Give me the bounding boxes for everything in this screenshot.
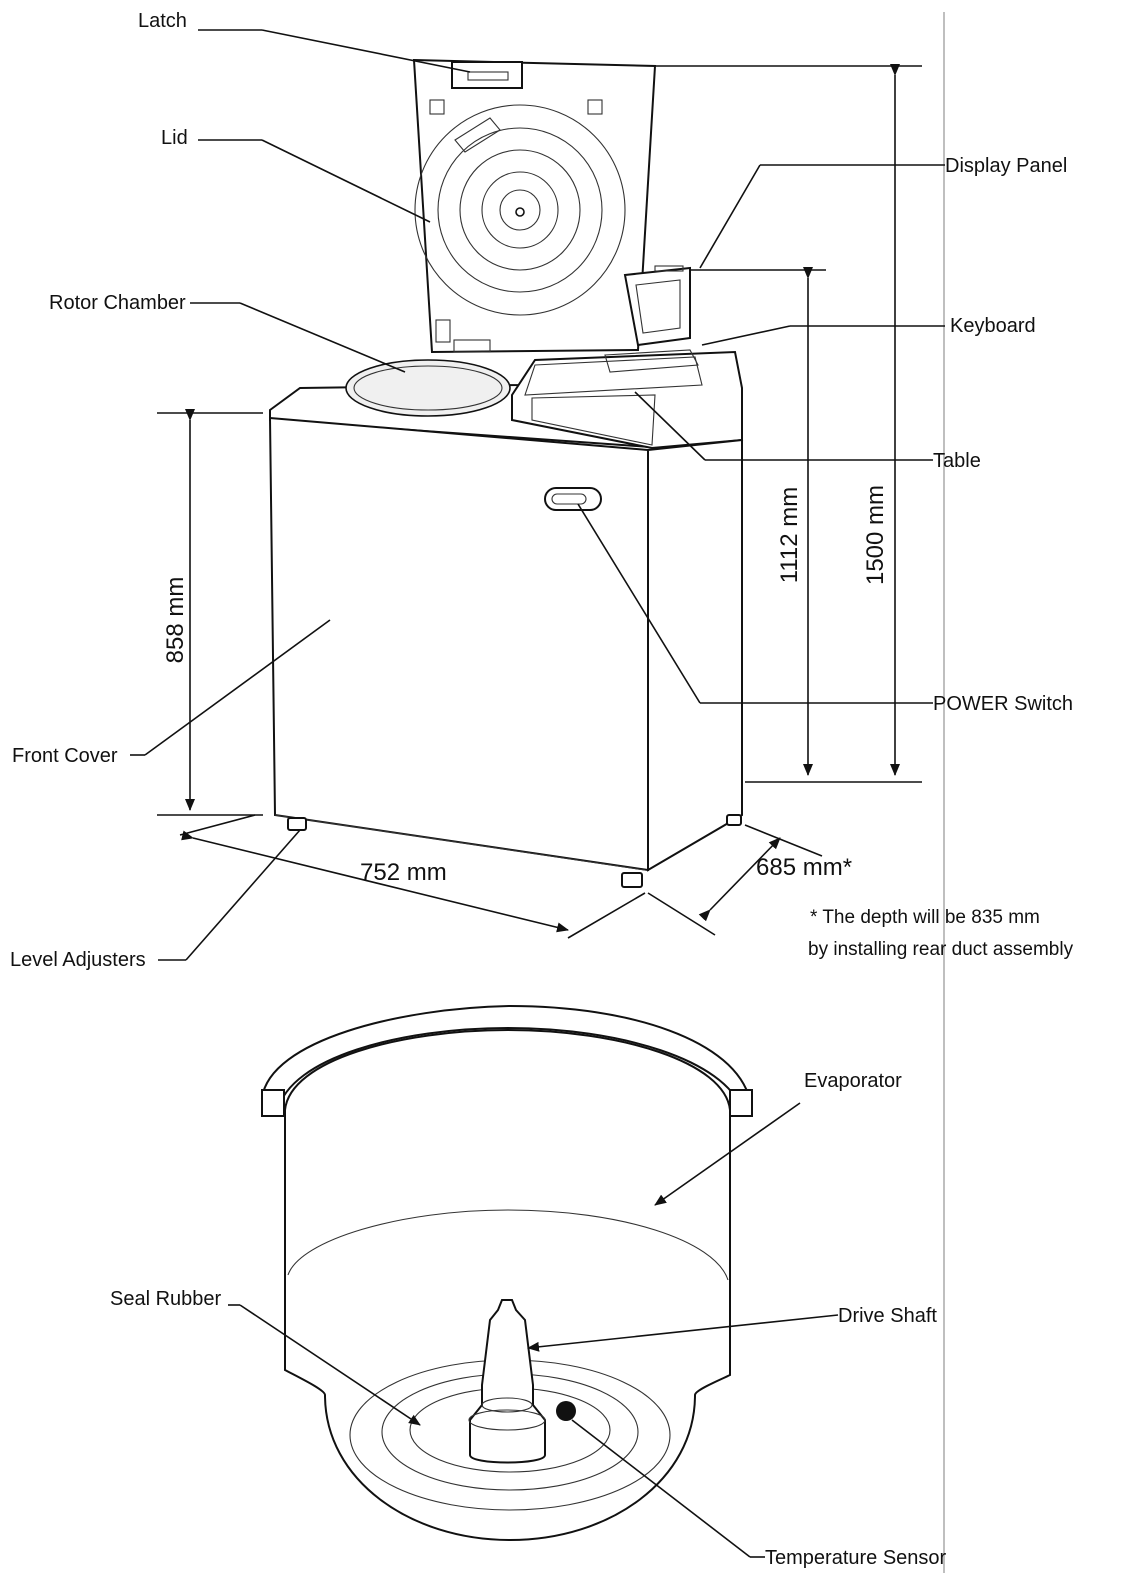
label-front-cover: Front Cover [12,745,118,767]
label-lid: Lid [161,127,188,149]
control-table [511,350,743,450]
label-latch: Latch [138,10,187,32]
dimension-height-table: 1112 mm [776,487,803,583]
depth-note-line2: by installing rear duct assembly [808,939,1074,960]
level-adjuster-front-right [621,872,643,888]
dimension-height-body: 858 mm [162,577,189,664]
level-adjuster-front-left [287,817,307,831]
centrifuge-illustration [268,58,744,888]
dimension-depth: 685 mm* [756,854,852,881]
label-temperature-sensor: Temperature Sensor [765,1547,947,1569]
label-power-switch: POWER Switch [933,693,1073,715]
callout-lines-bottom [228,1102,839,1558]
label-rotor-chamber: Rotor Chamber [49,292,186,314]
evaporator-illustration [260,1004,753,1542]
label-level-adjusters: Level Adjusters [10,949,146,971]
drive-shaft [469,1299,546,1464]
level-adjuster-back-right [726,814,742,826]
label-display-panel: Display Panel [945,155,1067,177]
rotor-chamber-opening [345,359,511,417]
label-keyboard: Keyboard [950,315,1036,337]
temperature-sensor [556,1401,576,1421]
power-switch [544,487,602,511]
side-cover [647,438,743,872]
front-cover [268,416,649,872]
label-table: Table [933,450,981,472]
depth-note-line1: * The depth will be 835 mm [810,907,1040,928]
display-panel [623,266,691,347]
callout-lines-top [130,29,945,961]
dimension-height-total: 1500 mm [862,485,889,585]
label-seal-rubber: Seal Rubber [110,1288,222,1310]
label-drive-shaft: Drive Shaft [838,1305,937,1327]
dimension-lines [157,64,922,939]
lid-illustration [412,58,657,354]
dimension-width: 752 mm [360,859,447,886]
label-evaporator: Evaporator [804,1070,902,1092]
